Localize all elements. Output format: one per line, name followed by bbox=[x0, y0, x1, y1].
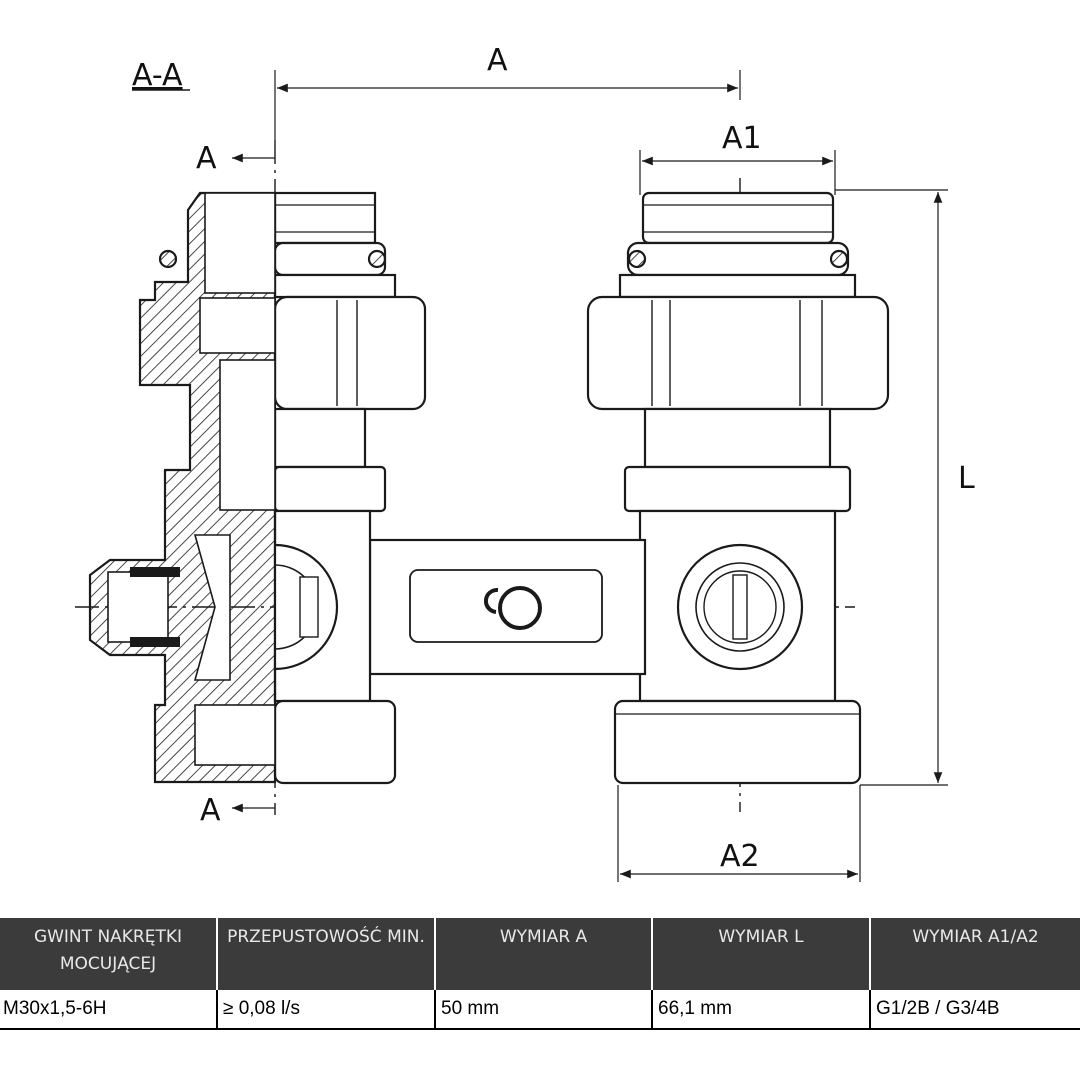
cell-flow: ≥ 0,08 l/s bbox=[216, 990, 435, 1030]
dimension-a-label: A bbox=[487, 43, 508, 78]
cell-dim-a: 50 mm bbox=[434, 990, 652, 1030]
valve-technical-drawing: A-A A A1 A2 L A A bbox=[75, 43, 975, 882]
specification-table: GWINT NAKRĘTKI MOCUJĄCEJ PRZEPUSTOWOŚĆ M… bbox=[0, 918, 1080, 1030]
dimension-lines bbox=[232, 70, 948, 882]
section-mark-top: A bbox=[196, 141, 217, 176]
table-row: M30x1,5-6H ≥ 0,08 l/s 50 mm 66,1 mm G1/2… bbox=[0, 990, 1080, 1030]
dimension-l-label: L bbox=[958, 461, 975, 496]
dimension-a2-label: A2 bbox=[720, 839, 760, 874]
section-label: A-A bbox=[132, 58, 183, 93]
header-flow: PRZEPUSTOWOŚĆ MIN. bbox=[217, 918, 436, 990]
cell-dim-a1-a2: G1/2B / G3/4B bbox=[869, 990, 1080, 1030]
header-dim-a: WYMIAR A bbox=[435, 918, 653, 990]
header-dim-l: WYMIAR L bbox=[652, 918, 871, 990]
header-dim-a1-a2: WYMIAR A1/A2 bbox=[870, 918, 1080, 990]
cell-dim-l: 66,1 mm bbox=[651, 990, 870, 1030]
section-mark-bottom: A bbox=[200, 793, 221, 828]
dimension-a1-label: A1 bbox=[722, 121, 762, 156]
table-header-row: GWINT NAKRĘTKI MOCUJĄCEJ PRZEPUSTOWOŚĆ M… bbox=[0, 918, 1080, 990]
cell-thread: M30x1,5-6H bbox=[0, 990, 217, 1030]
drawing-labels: A-A A A1 A2 L A A bbox=[132, 43, 975, 874]
header-thread: GWINT NAKRĘTKI MOCUJĄCEJ bbox=[0, 918, 218, 990]
valve-body-outline bbox=[88, 191, 890, 785]
